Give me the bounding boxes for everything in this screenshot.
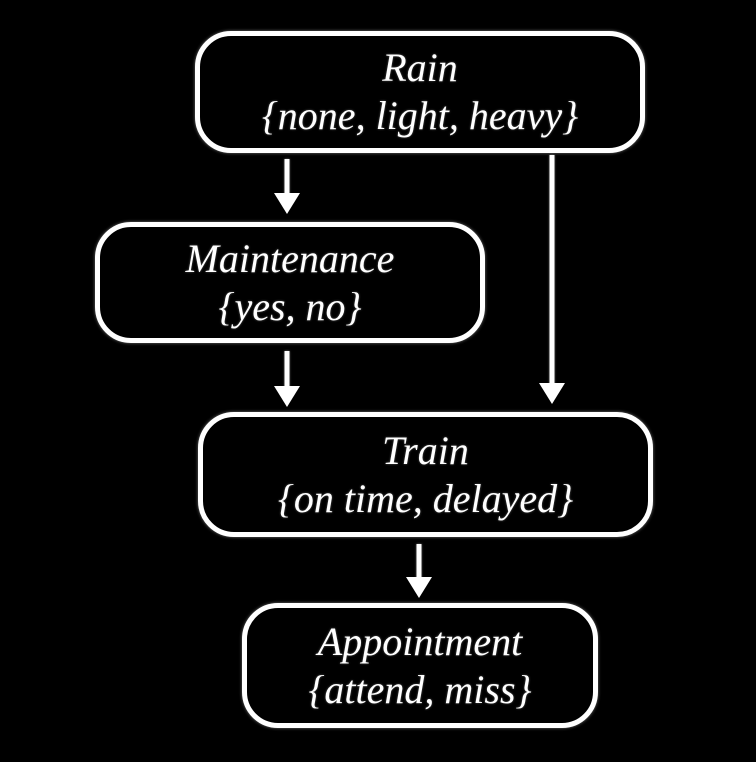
node-appointment: Appointment {attend, miss} bbox=[242, 603, 598, 728]
node-train-values: {on time, delayed} bbox=[277, 475, 574, 521]
node-rain: Rain {none, light, heavy} bbox=[195, 31, 645, 153]
arrow-maintenance-to-train bbox=[274, 351, 300, 407]
arrow-train-to-appointment bbox=[406, 544, 432, 598]
arrow-shaft bbox=[284, 159, 290, 198]
arrow-shaft bbox=[284, 351, 290, 391]
arrowhead-down-icon bbox=[539, 383, 565, 404]
node-train-title: Train bbox=[382, 427, 469, 473]
node-rain-title: Rain bbox=[382, 45, 458, 90]
node-train: Train {on time, delayed} bbox=[198, 412, 653, 537]
arrowhead-down-icon bbox=[406, 577, 432, 598]
arrowhead-down-icon bbox=[274, 193, 300, 214]
node-appointment-title: Appointment bbox=[317, 618, 523, 664]
node-rain-values: {none, light, heavy} bbox=[261, 93, 579, 138]
arrow-rain-to-train bbox=[539, 155, 565, 404]
arrow-shaft bbox=[416, 544, 422, 582]
node-maintenance-values: {yes, no} bbox=[218, 283, 362, 329]
node-maintenance-title: Maintenance bbox=[185, 235, 395, 281]
arrow-shaft bbox=[549, 155, 555, 388]
node-maintenance: Maintenance {yes, no} bbox=[95, 222, 485, 343]
arrowhead-down-icon bbox=[274, 386, 300, 407]
arrow-rain-to-maintenance bbox=[274, 159, 300, 214]
node-appointment-values: {attend, miss} bbox=[308, 666, 532, 712]
